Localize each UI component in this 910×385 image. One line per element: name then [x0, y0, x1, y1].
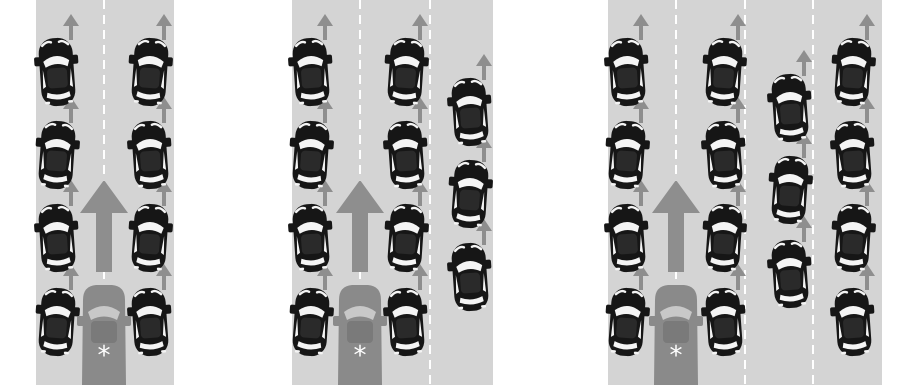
- ego-vehicle-2: *: [333, 285, 387, 385]
- ego-asterisk-symbol: *: [98, 341, 111, 371]
- ego-vehicle-3: *: [649, 285, 703, 385]
- ego-asterisk-symbol: *: [354, 341, 367, 371]
- ego-vehicle-1: *: [77, 285, 131, 385]
- ego-asterisk-symbol: *: [670, 341, 683, 371]
